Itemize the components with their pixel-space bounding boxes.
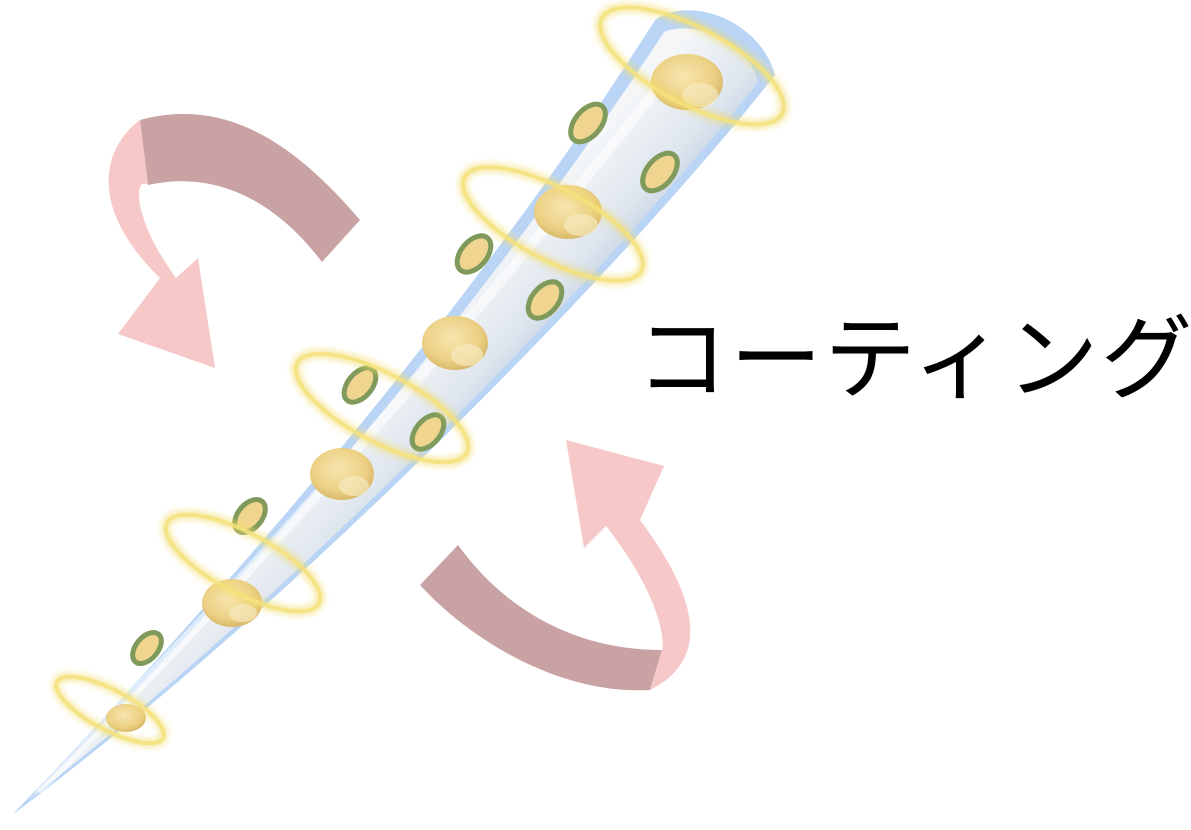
coating-label: コーティング <box>636 306 1191 413</box>
pore <box>202 579 262 627</box>
coating-ring <box>51 672 169 748</box>
pore <box>422 316 488 370</box>
rotation-arrow-lower <box>420 440 691 691</box>
side-pore <box>640 150 680 194</box>
needle-pores <box>106 54 723 732</box>
coating-rings <box>51 2 789 748</box>
coating-ring <box>290 348 474 468</box>
coating-ring <box>458 162 648 286</box>
pore <box>310 448 374 500</box>
rotation-arrow-upper <box>108 113 360 368</box>
pore <box>106 704 146 732</box>
coating-ring <box>160 509 326 617</box>
side-pore <box>454 233 494 275</box>
coating-ring <box>595 2 789 130</box>
side-pore <box>568 101 608 145</box>
side-pore <box>525 279 565 321</box>
side-pore <box>409 412 447 452</box>
side-pore <box>130 630 164 666</box>
